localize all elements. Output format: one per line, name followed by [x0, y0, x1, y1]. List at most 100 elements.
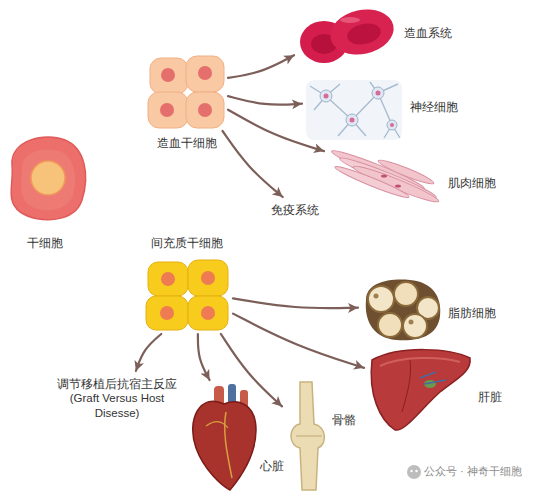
hematopoietic-cluster-picture-part: [198, 103, 212, 117]
liver-picture-part: [380, 358, 460, 366]
node-label: 神经细胞: [410, 100, 458, 115]
heart: 心脏: [190, 384, 258, 490]
node-label: 干细胞: [27, 236, 63, 251]
neuron-picture-part: [350, 118, 355, 123]
wechat-icon-part: [415, 470, 417, 472]
arrow-connector: [228, 55, 294, 78]
neuron-picture-part: [390, 123, 394, 127]
fat-cell-picture-part: [409, 320, 414, 325]
wechat-icon: [407, 465, 421, 479]
heart-picture-part: [206, 422, 228, 428]
mesenchymal-cluster-picture-part: [201, 271, 215, 285]
fat-cell-picture-part: [378, 313, 402, 337]
arrow-connector: [228, 110, 324, 151]
fat-cell-picture-part: [366, 280, 441, 341]
node-label: 造血干细胞: [157, 136, 217, 151]
wechat-icon-part: [407, 465, 421, 479]
red-blood-cell-picture-part: [345, 21, 382, 48]
immune-system: 免疫系统: [268, 201, 322, 220]
liver-picture: [371, 350, 470, 431]
red-blood-cell-picture: [300, 4, 398, 63]
hematopoietic-cluster-picture-part: [161, 68, 175, 82]
stem-cell-picture-part: [21, 149, 75, 210]
node-label: 肝脏: [478, 390, 502, 405]
hematopoietic-cluster-picture-part: [198, 66, 212, 80]
fat-cell: 脂肪细胞: [362, 280, 442, 342]
mesenchymal-cluster-picture: [146, 260, 228, 330]
bone-picture-part: [296, 435, 322, 436]
muscle-cell-picture-part: [377, 157, 436, 187]
mesenchymal-cluster-picture-part: [148, 262, 188, 296]
red-blood-cell-picture-part: [326, 4, 398, 60]
stem-cell: 干细胞: [5, 140, 85, 220]
node-text: 调节移植后抗宿主反应 (Graft Versus Host Disesse): [48, 377, 187, 420]
hematopoietic-cluster-picture-part: [160, 103, 174, 117]
neuron-picture-part: [320, 90, 332, 102]
arrow-connector: [228, 96, 302, 104]
node-label: 造血系统: [404, 26, 452, 41]
wechat-icon-part: [410, 470, 412, 472]
bone-picture: [291, 382, 324, 490]
arrow-connector: [221, 334, 282, 406]
neuron-picture-part: [387, 120, 397, 130]
arrow-connector: [136, 334, 161, 371]
neuron-picture-part-part: [310, 84, 352, 120]
neuron-picture-part-part: [370, 82, 398, 125]
red-blood-cell-picture-part: [340, 17, 360, 23]
fat-cell-picture-part: [368, 286, 394, 312]
mesenchymal-cluster-picture-part: [188, 296, 228, 330]
neuron-picture: [306, 80, 402, 140]
mesenchymal-cluster-picture-part: [161, 272, 175, 286]
node-label: 肌肉细胞: [448, 176, 496, 191]
fat-cell-picture-part: [403, 314, 427, 338]
stem-cell-picture-part: [31, 161, 65, 195]
liver-picture-part: [402, 360, 411, 412]
hematopoietic-cluster-picture-part: [186, 92, 224, 128]
fat-cell-picture-part: [394, 282, 418, 306]
neuron-picture-part: [310, 82, 400, 138]
hematopoietic-cluster-picture-part: [148, 92, 188, 128]
mesenchymal-cluster-picture-part: [160, 306, 174, 320]
muscle-cell-picture-part: [381, 174, 387, 177]
mesenchymal-cluster-picture-part: [201, 306, 215, 320]
gvhd-note: 调节移植后抗宿主反应 (Graft Versus Host Disesse): [45, 375, 190, 422]
arrow-connector: [233, 298, 358, 308]
neuron-picture-part: [376, 91, 381, 96]
hematopoietic-cluster-picture-part: [150, 58, 188, 94]
neuron-picture-part: [306, 80, 402, 140]
arrow-connector: [223, 131, 283, 197]
neuron-picture-part: [324, 94, 329, 99]
node-text: 免疫系统: [271, 203, 319, 218]
node-label: 间充质干细胞: [151, 236, 223, 251]
fat-cell-picture: [366, 280, 441, 341]
neuron-picture-part: [346, 114, 358, 126]
mesenchymal-cluster-picture-part: [146, 296, 188, 330]
hematopoietic-stem-cell: 造血干细胞: [148, 55, 226, 129]
liver-picture-part: [420, 372, 446, 384]
hematopoietic-cluster-picture-part: [186, 56, 224, 92]
heart-picture-part: [225, 412, 232, 478]
hematopoietic-system: 造血系统: [298, 8, 396, 66]
neuron-picture-part: [372, 87, 384, 99]
stem-cell-picture-part: [11, 137, 86, 220]
neuron-picture-part-part: [338, 93, 378, 136]
bone-picture-part: [291, 382, 324, 490]
liver-picture-part: [371, 350, 470, 431]
node-label: 心脏: [260, 459, 284, 474]
node-label: 骨骼: [332, 413, 356, 428]
muscle-cell: 肌肉细胞: [328, 148, 440, 206]
heart-picture-part: [193, 401, 256, 490]
watermark: 公众号 · 神奇干细胞: [424, 465, 522, 478]
mesenchymal-cluster-picture-part: [188, 260, 228, 296]
bone: 骨骼: [286, 382, 328, 490]
heart-picture: [193, 384, 256, 490]
arrow-connector: [233, 314, 364, 368]
liver: 肝脏: [368, 348, 472, 434]
node-label: 脂肪细胞: [448, 306, 496, 321]
mesenchymal-stem-cell: 间充质干细胞: [145, 258, 231, 332]
muscle-cell-picture: [330, 147, 441, 206]
nerve-cell: 神经细胞: [306, 78, 402, 140]
